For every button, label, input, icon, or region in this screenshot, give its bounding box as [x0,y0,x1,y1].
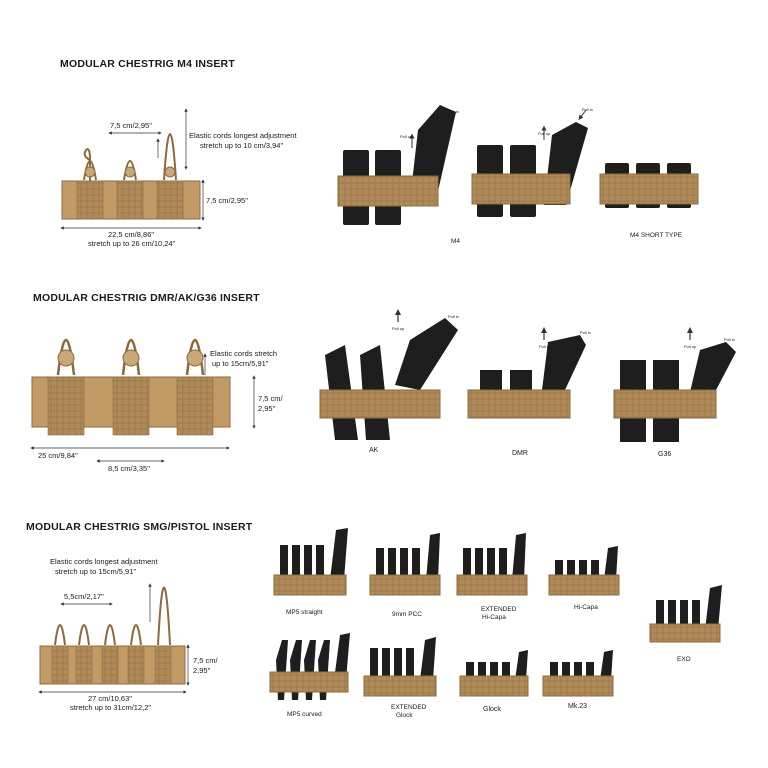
ak-section-title: MODULAR CHESTRIG DMR/AK/G36 INSERT [33,292,260,304]
exo-caption: EXO [677,656,691,663]
smg-width-dimension: 27 cm/10,63" [88,694,132,703]
m4-variant-loaded [337,105,456,225]
m4-pull-up-label: Pull up [400,134,413,139]
hi-capa-caption: Hi-Capa [574,604,598,611]
smg-cord-label-1: Elastic cords longest adjustment [50,557,158,566]
variant-mp5-curved [269,633,350,700]
smg-pitch-dimension: 5,5cm/2,17" [64,592,104,601]
smg-section-title: MODULAR CHESTRIG SMG/PISTOL INSERT [26,521,253,533]
ak-cord-label-2: up to 15cm/5,91" [212,359,269,368]
m4-height-dimension: 7,5 cm/2,95" [206,196,248,205]
variant-extended-glock [363,637,437,697]
ak-cord-label-1: Elastic cords stretch [210,349,278,358]
m4-stretch-dimension: stretch up to 26 cm/10,24" [88,239,176,248]
m4-cord-label-2: stretch up to 10 cm/3,94" [200,141,284,150]
m4-variant-pull-in [471,109,588,217]
mk23-caption: Mk.23 [568,703,588,710]
dmr-variant [467,327,586,419]
m4-width-dimension: 22,5 cm/8,86" [108,230,155,239]
ak-insert-diagram [30,338,256,463]
smg-cord-label-2: stretch up to 15cm/5,91" [55,567,137,576]
ak-pull-in-label: Pull in [448,314,459,319]
ak-pitch-dimension: 8,5 cm/3,35" [108,464,150,473]
mp5-curved-caption: MP5 curved [287,711,322,718]
glock-caption: Glock [483,706,501,713]
m4-short-caption: M4 SHORT TYPE [630,232,683,239]
variant-glock [459,650,529,697]
9mm-pcc-caption: 9mm PCC [392,611,422,618]
variant-extended-hi-capa [456,533,528,596]
m4-caption: M4 [451,238,461,245]
extended-hi-capa-caption-1: EXTENDED [481,606,517,613]
m4-b-pull-up-label: Pull up [538,131,551,136]
variant-mk23 [542,650,614,697]
ak-height-dimension-1: 7,5 cm/ [258,394,283,403]
g36-caption: G36 [658,451,672,458]
dmr-pull-in-label: Pull in [580,330,591,335]
ak-pull-up-label: Pull up [392,326,405,331]
ak-height-dimension-2: 2,95" [258,404,276,413]
m4-section-title: MODULAR CHESTRIG M4 INSERT [60,58,235,70]
smg-insert-diagram [38,583,190,694]
mp5-straight-caption: MP5 straight [286,609,323,616]
m4-b-pull-in-label: Pull in [582,107,593,112]
smg-height-dimension-1: 7,5 cm/ [193,656,218,665]
dmr-pull-up-label: Pull up [539,344,552,349]
m4-insert-diagram [60,108,205,230]
m4-pitch-dimension: 7,5 cm/2,95" [110,121,152,130]
extended-glock-caption-2: Glock [396,712,413,719]
g36-pull-in-label: Pull in [724,337,735,342]
m4-pull-in-label: Pull in [448,109,459,114]
variant-mp5-straight [273,528,348,596]
smg-height-dimension-2: 2,95" [193,666,211,675]
m4-short-variant [599,163,699,208]
variant-exo [649,585,722,643]
ak-caption: AK [369,447,379,454]
ak-width-dimension: 25 cm/9,84" [38,451,78,460]
smg-stretch-dimension: stretch up to 31cm/12,2" [70,703,152,712]
m4-cord-label-1: Elastic cords longest adjustment [189,131,297,140]
extended-glock-caption-1: EXTENDED [391,704,427,711]
g36-pull-up-label: Pull up [684,344,697,349]
variant-hi-capa [548,546,620,596]
dmr-caption: DMR [512,450,528,457]
ak-variant [319,309,458,440]
variant-9mm-pcc [369,533,441,596]
g36-variant [613,327,736,442]
extended-hi-capa-caption-2: Hi-Capa [482,614,506,621]
